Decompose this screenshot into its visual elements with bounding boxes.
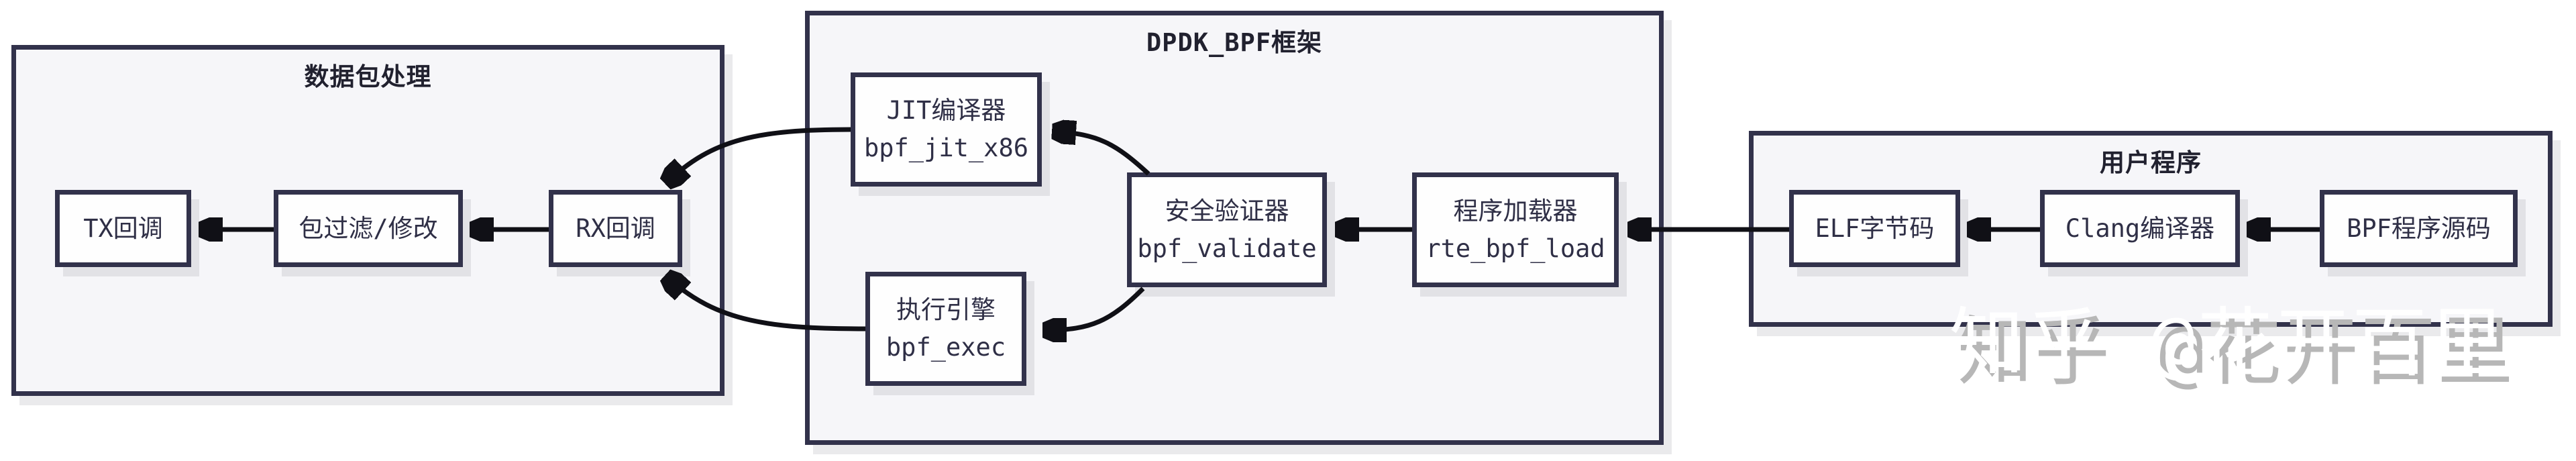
node-tx-callback-label: TX回调 — [83, 213, 163, 243]
node-elf-bytecode-label: ELF字节码 — [1815, 213, 1935, 243]
node-packet-filter-modify-label: 包过滤/修改 — [299, 213, 438, 243]
node-rx-callback: RX回调 — [549, 190, 682, 267]
container-title-dpdk-bpf-framework: DPDK_BPF框架 — [1146, 28, 1323, 57]
node-security-validator-code: bpf_validate — [1137, 234, 1317, 263]
node-elf-bytecode: ELF字节码 — [1789, 190, 1960, 267]
node-security-validator-label: 安全验证器 — [1165, 196, 1289, 225]
node-tx-callback: TX回调 — [55, 190, 191, 267]
node-bpf-source-code: BPF程序源码 — [2320, 190, 2518, 267]
node-rx-callback-label: RX回调 — [576, 213, 655, 243]
node-execution-engine: 执行引擎 bpf_exec — [865, 272, 1026, 386]
node-program-loader: 程序加载器 rte_bpf_load — [1412, 172, 1619, 287]
node-clang-compiler: Clang编译器 — [2040, 190, 2240, 267]
node-program-loader-code: rte_bpf_load — [1426, 234, 1605, 263]
node-execution-engine-label: 执行引擎 — [896, 295, 996, 324]
node-clang-compiler-label: Clang编译器 — [2065, 213, 2215, 243]
node-packet-filter-modify: 包过滤/修改 — [274, 190, 463, 267]
container-title-user-program: 用户程序 — [2100, 148, 2202, 177]
node-jit-compiler-label: JIT编译器 — [886, 96, 1006, 125]
node-jit-compiler: JIT编译器 bpf_jit_x86 — [851, 72, 1042, 187]
container-title-packet-processing: 数据包处理 — [304, 62, 432, 91]
node-security-validator: 安全验证器 bpf_validate — [1127, 172, 1327, 287]
node-execution-engine-code: bpf_exec — [885, 333, 1006, 362]
zhihu-watermark: 知乎 @花开百里 — [1949, 300, 2506, 387]
node-bpf-source-code-label: BPF程序源码 — [2347, 213, 2491, 243]
node-jit-compiler-code: bpf_jit_x86 — [863, 134, 1029, 162]
node-program-loader-label: 程序加载器 — [1453, 196, 1578, 225]
